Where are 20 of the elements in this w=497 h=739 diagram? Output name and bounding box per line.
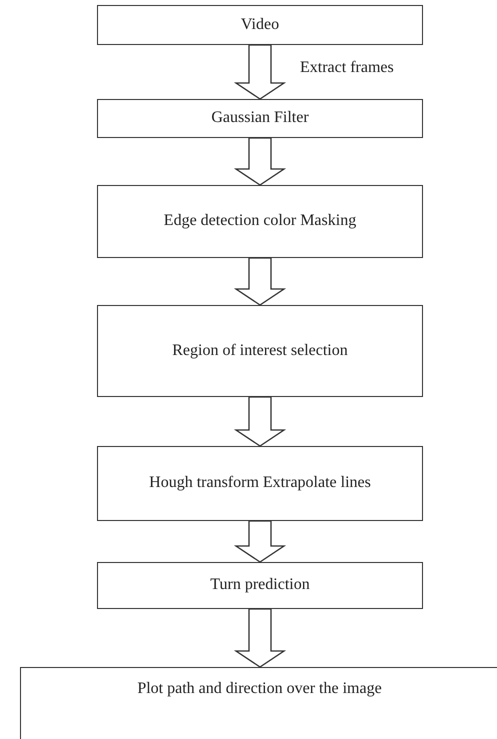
hollow-arrow: [234, 396, 286, 447]
process-box: [97, 446, 423, 521]
step-text: Video: [240, 14, 280, 35]
hollow-arrow: [234, 608, 286, 668]
process-box: [97, 562, 423, 609]
hollow-arrow: [234, 137, 286, 186]
process-box: [97, 305, 423, 397]
step-text: Edge detection color Masking: [164, 211, 356, 232]
hollow-arrow: [234, 44, 286, 100]
step-text: Region of interest selection: [172, 340, 348, 361]
process-box: [97, 5, 423, 45]
step-text: Hough transform Extrapolate lines: [149, 473, 371, 494]
step-text: Gaussian Filter: [211, 108, 309, 128]
process-box: [97, 185, 423, 258]
process-box: [20, 667, 497, 739]
hollow-arrow: [234, 257, 286, 306]
step-text: Plot path and direction over the image: [137, 679, 382, 699]
hollow-arrow: [234, 520, 286, 563]
process-box: [97, 99, 423, 138]
step-text: Turn prediction: [210, 575, 310, 596]
